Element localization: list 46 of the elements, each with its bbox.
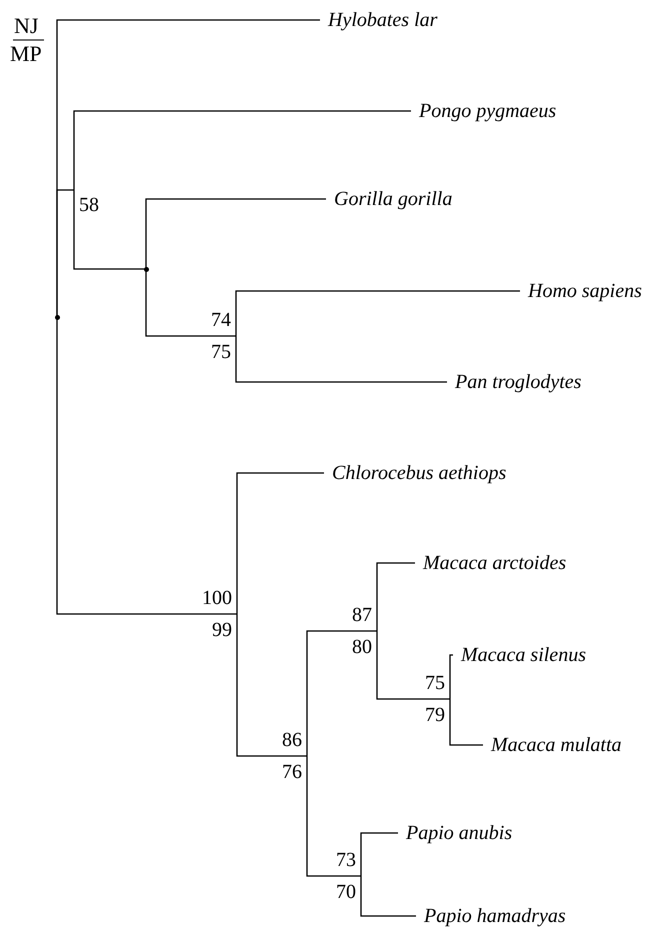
taxon-name: Chlorocebus aethiops bbox=[324, 461, 506, 485]
support-value: 75 bbox=[211, 341, 231, 363]
branch-node-dot bbox=[54, 314, 60, 320]
support-value: 75 bbox=[425, 672, 445, 694]
taxon-name: Macaca silenus bbox=[453, 643, 586, 667]
taxon-name: Macaca mulatta bbox=[483, 733, 622, 757]
tree-branch bbox=[306, 630, 377, 756]
taxon-name: Homo sapiens bbox=[520, 279, 642, 303]
tree-branch bbox=[236, 614, 307, 757]
taxon-name: Pan troglodytes bbox=[447, 370, 582, 394]
tree-branch bbox=[449, 654, 453, 699]
tree-branch bbox=[235, 336, 447, 383]
support-value: 99 bbox=[212, 619, 232, 641]
tree-branch bbox=[73, 190, 146, 270]
support-value: 73 bbox=[336, 849, 356, 871]
tree-branch bbox=[376, 631, 450, 700]
tree-branch bbox=[145, 269, 236, 337]
taxon-name: Pongo pygmaeus bbox=[411, 99, 556, 123]
taxon-name: Hylobates lar bbox=[320, 8, 438, 32]
tree-branch bbox=[449, 699, 483, 746]
support-value: 76 bbox=[282, 761, 302, 783]
tree-branch bbox=[236, 472, 324, 614]
tree-branch bbox=[235, 290, 520, 336]
support-value: 100 bbox=[202, 587, 232, 609]
tree-branch bbox=[56, 317, 237, 615]
support-value: 74 bbox=[211, 309, 231, 331]
tree-branch bbox=[73, 110, 411, 190]
tree-branch bbox=[376, 562, 415, 631]
support-value: 58 bbox=[79, 194, 99, 216]
support-value: 86 bbox=[282, 729, 302, 751]
method-label: NJ bbox=[14, 14, 38, 38]
tree-branch bbox=[306, 756, 361, 877]
tree-branch bbox=[145, 198, 326, 269]
support-value: 70 bbox=[336, 881, 356, 903]
tree-branch bbox=[56, 189, 74, 317]
branch-node-dot bbox=[144, 266, 148, 272]
taxon-name: Gorilla gorilla bbox=[326, 187, 452, 211]
method-label: MP bbox=[10, 42, 42, 66]
support-value: 87 bbox=[352, 604, 372, 626]
tree-branch bbox=[360, 832, 398, 876]
taxon-name: Macaca arctoides bbox=[415, 551, 566, 575]
taxon-name: Papio anubis bbox=[398, 821, 512, 845]
support-value: 80 bbox=[352, 636, 372, 658]
support-value: 79 bbox=[425, 704, 445, 726]
tree-branch bbox=[360, 876, 416, 917]
taxon-name: Papio hamadryas bbox=[416, 904, 566, 928]
